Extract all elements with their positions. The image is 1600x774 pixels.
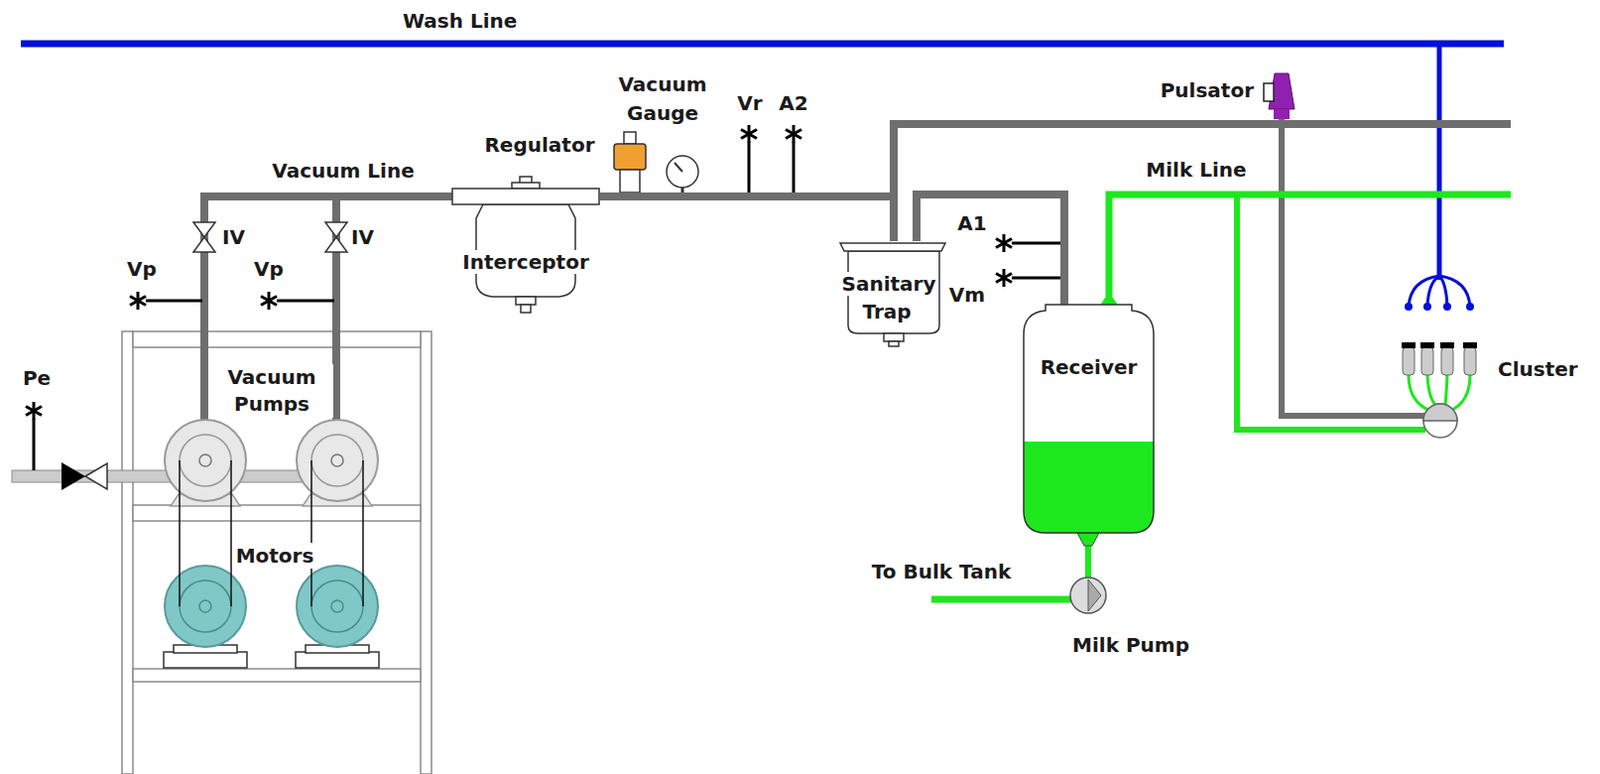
vessel-outline [1023,304,1154,533]
part-label: Pe [20,365,53,391]
vacuum-pipe [600,196,894,242]
part-label: Motors [234,542,317,569]
part-label: IV [220,224,247,250]
milk-pump-symbol [1070,577,1107,614]
part-label: Vp [124,255,159,282]
test-point-symbol [25,124,1012,420]
part-label: Cluster [1495,356,1581,382]
part-label: Wash Line [400,7,519,34]
milk-line [931,194,1511,600]
part-label: Vacuum Gauge [591,70,735,128]
part-label: Vr [735,90,764,117]
vessel-outline [451,176,601,321]
part-label: Pulsator [1158,77,1256,104]
part-label: Regulator [482,131,597,158]
vacuum-gauge-symbol [666,155,699,195]
drive-belt [179,460,364,607]
part-label: Milk Pump [1070,631,1192,658]
regulator-symbol [614,131,646,193]
part-label: Vm [947,281,987,308]
vacuum-line [204,118,1511,460]
part-label: To Bulk Tank [869,558,1013,585]
part-label: Vacuum Pumps [210,364,334,418]
part-label: Milk Line [1143,156,1248,183]
part-label: Vp [251,255,286,282]
part-label: A2 [776,90,810,117]
sanitary-trap-vessel: Sanitary Trap [828,241,948,348]
vessel-label: Interceptor [460,249,592,274]
interceptor-vessel: Interceptor [451,176,601,321]
vessel-label: Sanitary Trap [840,271,937,324]
part-label: Vacuum Line [269,157,416,184]
part-label: A1 [955,210,988,237]
motor-symbol [163,565,379,668]
pump-frame [122,331,432,774]
pulsator-symbol [1263,73,1295,120]
cluster-symbol [1401,342,1477,438]
vacuum-pump-symbol [164,419,378,506]
isolation-valve [193,222,348,252]
receiver-vessel: Receiver [1023,304,1154,533]
vessel-label: Receiver [1038,355,1140,379]
part-label: IV [349,224,376,250]
